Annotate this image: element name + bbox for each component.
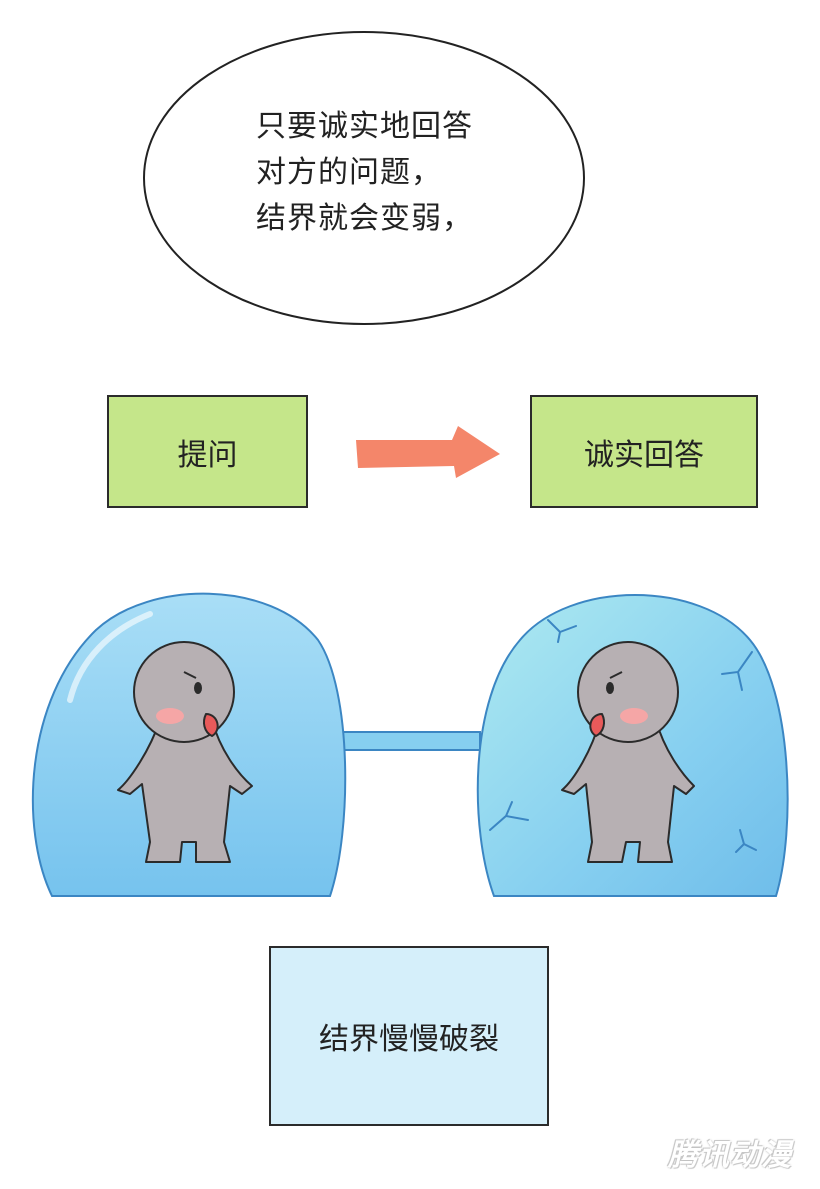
speech-bubble xyxy=(143,31,585,325)
caption-label: 结界慢慢破裂 xyxy=(319,1022,499,1057)
right-figure xyxy=(561,641,695,863)
honest-answer-label: 诚实回答 xyxy=(584,437,704,473)
caption-box: 结界慢慢破裂 xyxy=(269,946,549,1126)
barrier-bridge xyxy=(329,731,481,751)
left-figure xyxy=(117,641,253,863)
speech-bubble-text: 只要诚实地回答 对方的问题， 结界就会变弱， xyxy=(256,104,473,242)
speech-line-3: 结界就会变弱， xyxy=(256,201,473,236)
arrow-right-icon xyxy=(356,426,500,478)
question-box: 提问 xyxy=(107,395,308,508)
watermark-logo: 腾讯动漫 xyxy=(668,1138,792,1173)
speech-line-2: 对方的问题， xyxy=(256,155,442,190)
speech-line-1: 只要诚实地回答 xyxy=(256,109,473,144)
crack-marks xyxy=(489,619,757,853)
barrier-scene xyxy=(31,592,789,897)
honest-answer-box: 诚实回答 xyxy=(530,395,758,508)
question-label: 提问 xyxy=(177,437,238,473)
